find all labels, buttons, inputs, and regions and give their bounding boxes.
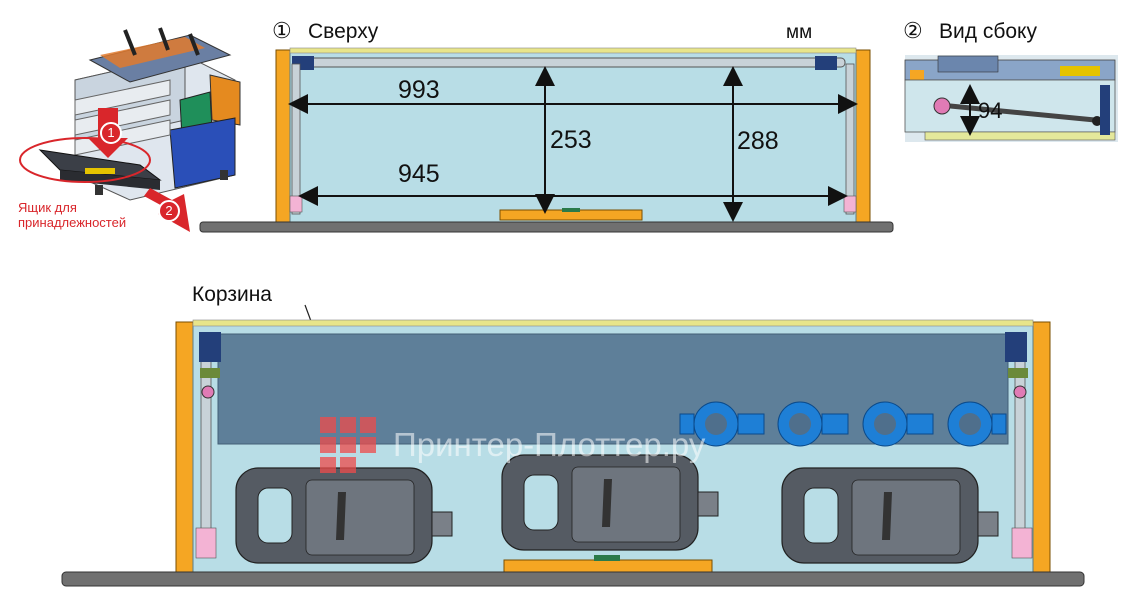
dim-94-label: 94 xyxy=(978,98,1003,123)
callout-2-badge: 2 xyxy=(158,200,180,222)
watermark-logo-icon xyxy=(320,417,376,473)
dim-945-label: 945 xyxy=(398,160,440,188)
side-view-title: Вид сбоку xyxy=(939,20,1037,43)
dim-288-label: 288 xyxy=(737,127,779,155)
dim-993-label: 993 xyxy=(398,76,440,104)
side-view-marker: ② xyxy=(903,18,923,43)
watermark-text: Принтер-Плоттер.ру xyxy=(393,426,706,463)
callout-1-text: 1 xyxy=(107,125,115,140)
unit-label: мм xyxy=(786,22,813,43)
dim-253-label: 253 xyxy=(550,126,592,154)
callout-1-badge: 1 xyxy=(100,122,122,144)
printer-illustration xyxy=(19,27,241,232)
callout-2-text: 2 xyxy=(165,203,173,218)
drawer-label-line-1: Ящик для xyxy=(18,200,77,215)
top-view-title: Сверху xyxy=(308,20,379,43)
top-view-marker: ① xyxy=(272,18,292,43)
basket-label: Корзина xyxy=(192,283,272,306)
drawer-label-line-2: принадлежностей xyxy=(18,215,127,230)
